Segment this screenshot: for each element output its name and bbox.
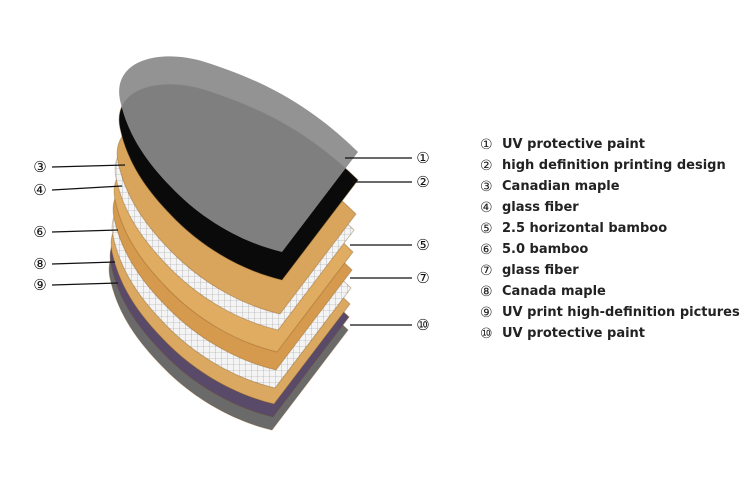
legend-label: UV print high-definition pictures — [502, 305, 740, 320]
callout-2: ② — [416, 173, 430, 191]
legend-item: ⑦ glass fiber — [480, 260, 740, 281]
legend-number: ⑩ — [480, 325, 493, 342]
legend-number: ④ — [480, 199, 493, 216]
legend-item: ③ Canadian maple — [480, 176, 740, 197]
legend-number: ⑨ — [480, 304, 493, 321]
callout-1: ① — [416, 149, 430, 167]
legend-label: UV protective paint — [502, 137, 646, 152]
layer-legend: ① UV protective paint ② high definition pr… — [480, 134, 740, 344]
legend-label: UV protective paint — [502, 326, 646, 341]
legend-label: Canada maple — [502, 284, 606, 299]
callout-5: ⑤ — [416, 236, 430, 254]
callout-4: ④ — [33, 181, 47, 199]
legend-item: ⑤ 2.5 horizontal bamboo — [480, 218, 740, 239]
legend-item: ⑨ UV print high-definition pictures — [480, 302, 740, 323]
legend-number: ① — [480, 136, 493, 153]
legend-number: ⑥ — [480, 241, 493, 258]
legend-label: glass fiber — [502, 200, 579, 215]
callout-7: ⑦ — [416, 269, 430, 287]
legend-number: ⑦ — [480, 262, 493, 279]
callout-3: ③ — [33, 158, 47, 176]
legend-number: ③ — [480, 178, 493, 195]
callout-10: ⑩ — [416, 316, 430, 334]
callout-9: ⑨ — [33, 276, 47, 294]
legend-item: ⑩ UV protective paint — [480, 323, 740, 344]
legend-item: ⑧ Canada maple — [480, 281, 740, 302]
legend-item: ① UV protective paint — [480, 134, 740, 155]
legend-label: high definition printing design — [502, 158, 726, 173]
legend-label: Canadian maple — [502, 179, 620, 194]
legend-item: ④ glass fiber — [480, 197, 740, 218]
callout-6: ⑥ — [33, 223, 47, 241]
legend-number: ② — [480, 157, 493, 174]
legend-item: ② high definition printing design — [480, 155, 740, 176]
legend-number: ⑧ — [480, 283, 493, 300]
legend-label: 2.5 horizontal bamboo — [502, 221, 668, 236]
legend-label: 5.0 bamboo — [502, 242, 589, 257]
legend-item: ⑥ 5.0 bamboo — [480, 239, 740, 260]
callout-8: ⑧ — [33, 255, 47, 273]
legend-label: glass fiber — [502, 263, 579, 278]
legend-number: ⑤ — [480, 220, 493, 237]
